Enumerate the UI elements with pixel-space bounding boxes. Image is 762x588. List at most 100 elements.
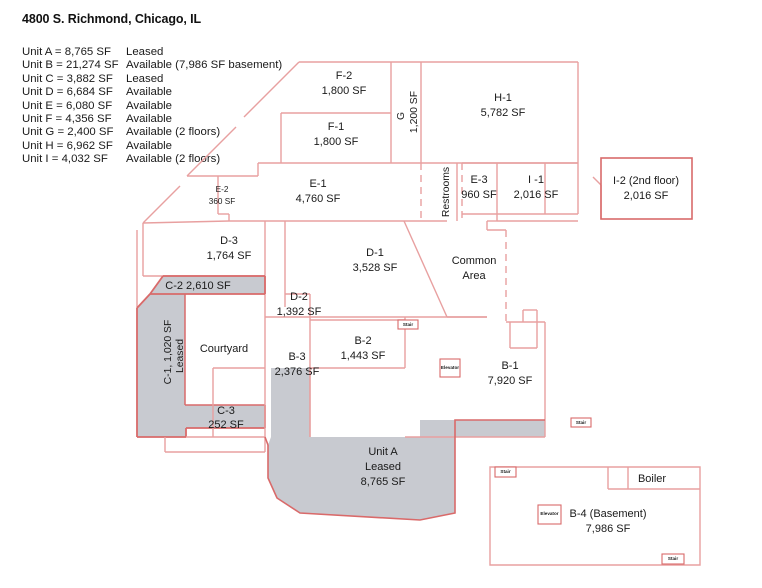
room-label-d3-name: D-3 — [220, 235, 238, 247]
room-label-b1-name: B-1 — [501, 360, 518, 372]
legend-status: Available — [126, 113, 173, 126]
page-title: 4800 S. Richmond, Chicago, IL — [22, 12, 202, 26]
room-label-f2-name: F-2 — [336, 70, 353, 82]
unit-a-fill — [213, 368, 545, 520]
legend-unit: Unit A = 8,765 SF — [22, 46, 111, 58]
legend-unit: Unit F = 4,356 SF — [22, 113, 112, 126]
stair-marker-basement-nw — [494, 466, 517, 478]
room-label-b3-area: 2,376 SF — [275, 366, 320, 378]
room-label-f1-area: 1,800 SF — [314, 136, 359, 148]
room-label-b4-area: 7,986 SF — [586, 523, 631, 535]
legend-unit: Unit C = 3,882 SF — [22, 72, 113, 85]
legend-unit: Unit B = 21,274 SF — [22, 59, 119, 72]
room-label-i1-name: I -1 — [528, 174, 544, 186]
room-label-d2-name: D-2 — [290, 291, 308, 303]
room-label-e3-area: 960 SF — [461, 189, 497, 201]
room-label-d1-name: D-1 — [366, 247, 384, 259]
legend-row: Unit D = 6,684 SF Available — [22, 86, 282, 99]
room-label-e1-area: 4,760 SF — [296, 193, 341, 205]
unit-legend: Unit A = 8,765 SF Leased Unit B = 21,274… — [22, 46, 282, 167]
c1-c3-fill — [137, 294, 265, 437]
legend-row: Unit E = 6,080 SF Available — [22, 100, 282, 113]
room-label-unita-area: 8,765 SF — [361, 476, 406, 488]
legend-unit: Unit H = 6,962 SF — [22, 139, 113, 152]
room-label-f1-name: F-1 — [328, 121, 345, 133]
room-label-e2-name: E-2 — [216, 185, 229, 194]
room-label-e1-name: E-1 — [309, 178, 326, 190]
room-label-h1-name: H-1 — [494, 92, 512, 104]
basement-outline — [489, 466, 701, 566]
c2-fill — [150, 276, 265, 294]
room-labels: F-2 1,800 SF F-1 1,800 SF G 1,200 SF H-1… — [163, 70, 679, 535]
room-label-common-line1: Common — [452, 255, 497, 267]
unit-a-sw-corner — [264, 436, 269, 446]
room-label-common-line2: Area — [462, 270, 486, 282]
legend-row: Unit C = 3,882 SF Leased — [22, 73, 282, 86]
c2-diagonal-wall — [149, 275, 164, 295]
elevator-label: Elevator — [441, 365, 459, 370]
i2-block-outline — [600, 157, 693, 220]
legend-status: Available — [126, 139, 173, 152]
circulation-markers: Stair Elevator Stair Stair Elevator Stai… — [397, 319, 685, 565]
room-label-unita-status: Leased — [365, 461, 401, 473]
room-label-unita-name: Unit A — [368, 446, 398, 458]
room-label-boiler: Boiler — [638, 473, 666, 485]
stair-marker-b1 — [570, 417, 592, 428]
room-label-c2: C-2 2,610 SF — [165, 280, 231, 292]
room-label-h1-area: 5,782 SF — [481, 107, 526, 119]
diagonal-wall-upper — [243, 61, 300, 118]
room-label-b4-name: B-4 (Basement) — [569, 508, 646, 520]
elevator-label: Elevator — [540, 511, 558, 516]
room-label-d1-area: 3,528 SF — [353, 262, 398, 274]
room-label-restrooms: Restrooms — [441, 167, 452, 217]
legend-status: Leased — [126, 72, 164, 85]
e2-south-wall — [142, 220, 230, 224]
room-label-g-area: 1,200 SF — [409, 91, 420, 133]
room-label-c1-name: C-1, 1,020 SF — [163, 320, 174, 385]
legend-row: Unit A = 8,765 SF Leased — [22, 46, 282, 59]
room-label-i2-name: I-2 (2nd floor) — [613, 175, 679, 187]
legend-row: Unit I = 4,032 SF Available (2 floors) — [22, 153, 282, 166]
stair-label: Stair — [668, 556, 678, 561]
stair-label: Stair — [500, 469, 510, 474]
unit-a-east-notch — [454, 419, 545, 437]
room-label-e2-area: 360 SF — [209, 197, 235, 206]
legend-status: Available (7,986 SF basement) — [126, 59, 283, 72]
room-label-i1-area: 2,016 SF — [514, 189, 559, 201]
legend-status: Available — [126, 86, 173, 99]
room-label-courtyard: Courtyard — [200, 343, 248, 355]
legend-status: Available (2 floors) — [126, 126, 221, 139]
legend-status: Leased — [126, 46, 164, 58]
legend-status: Available (2 floors) — [126, 153, 221, 166]
legend-row: Unit H = 6,962 SF Available — [22, 140, 282, 153]
legend-row: Unit B = 21,274 SF Available (7,986 SF b… — [22, 59, 282, 72]
room-label-b1-area: 7,920 SF — [488, 375, 533, 387]
room-label-b3-name: B-3 — [288, 351, 305, 363]
legend-unit: Unit I = 4,032 SF — [22, 153, 108, 166]
legend-unit: Unit E = 6,080 SF — [22, 99, 113, 112]
room-label-f2-area: 1,800 SF — [322, 85, 367, 97]
legend-row: Unit G = 2,400 SF Available (2 floors) — [22, 126, 282, 139]
leased-area-fills — [137, 276, 545, 520]
d1-diagonal-wall — [403, 220, 448, 318]
room-label-i2-area: 2,016 SF — [624, 190, 669, 202]
room-label-g-name: G — [396, 112, 407, 120]
legend-row: Unit F = 4,356 SF Available — [22, 113, 282, 126]
room-label-b2-area: 1,443 SF — [341, 350, 386, 362]
room-label-d2-area: 1,392 SF — [277, 306, 322, 318]
c1-nw-diagonal — [136, 293, 151, 309]
stair-label: Stair — [403, 322, 413, 327]
elevator-marker-basement — [537, 504, 562, 525]
elevator-marker-b1 — [439, 358, 461, 378]
i2-hook-diag — [592, 176, 602, 186]
legend-unit: Unit G = 2,400 SF — [22, 126, 114, 139]
legend-unit: Unit D = 6,684 SF — [22, 86, 113, 99]
room-label-d3-area: 1,764 SF — [207, 250, 252, 262]
stair-marker-basement-se — [661, 553, 685, 565]
diagonal-wall-lower — [142, 185, 181, 224]
room-label-b2-name: B-2 — [354, 335, 371, 347]
stair-label: Stair — [576, 420, 586, 425]
room-label-c3-area: 252 SF — [208, 419, 244, 431]
